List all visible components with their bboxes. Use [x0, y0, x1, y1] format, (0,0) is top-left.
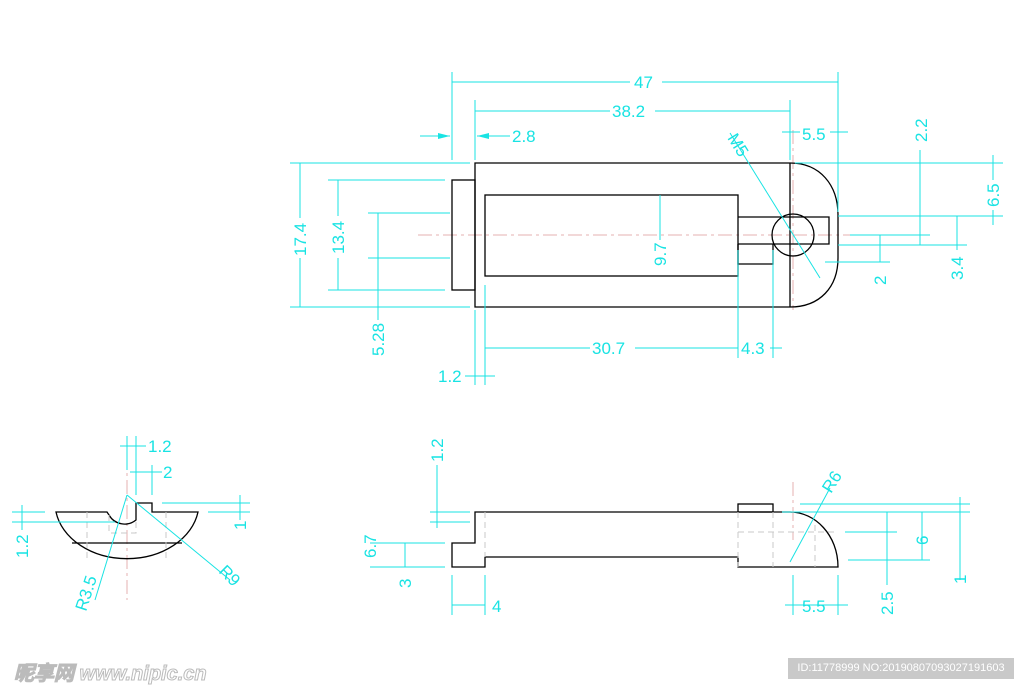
watermark-id: ID:11778999 NO:20190807093027191603	[788, 658, 1014, 679]
dimension-lines	[12, 436, 250, 601]
hidden-lines	[86, 512, 167, 560]
dim-6: 6	[913, 536, 932, 545]
dim-1: 1	[951, 575, 970, 584]
dim-4-3: 4.3	[741, 339, 765, 358]
end-view: 1.2 2 1.2 1 R3.5 R9	[12, 436, 250, 613]
dimension-lines	[290, 72, 1003, 385]
dim-1-2-top: 1.2	[148, 437, 172, 456]
hidden-lines	[484, 512, 835, 567]
dim-1-2: 1.2	[438, 367, 462, 386]
inner-slot	[484, 194, 739, 277]
dim-2-5: 2.5	[878, 591, 897, 615]
dimension-lines	[370, 465, 970, 615]
arrow	[438, 133, 450, 139]
radius-r9: R9	[215, 561, 244, 590]
dim-2: 2	[871, 276, 890, 285]
dim-1-2: 1.2	[428, 438, 447, 462]
dim-6-7: 6.7	[361, 534, 380, 558]
thread-label-m5: M5	[724, 130, 753, 160]
dim-6-5: 6.5	[984, 183, 1003, 207]
dim-1: 1	[231, 521, 250, 530]
left-tab	[451, 179, 476, 291]
radius-r3-5: R3.5	[72, 573, 101, 613]
side-boss	[737, 503, 774, 513]
arrow	[477, 133, 489, 139]
end-profile	[55, 502, 199, 560]
dim-1-2-left: 1.2	[13, 534, 32, 558]
dim-5-5: 5.5	[802, 125, 826, 144]
dim-47: 47	[634, 73, 653, 92]
dim-38-2: 38.2	[612, 102, 645, 121]
side-profile	[451, 511, 839, 568]
dim-5-5: 5.5	[802, 597, 826, 616]
dim-13-4: 13.4	[329, 221, 348, 254]
dim-30-7: 30.7	[592, 339, 625, 358]
dim-2-2: 2.2	[912, 118, 931, 142]
dim-4: 4	[492, 597, 501, 616]
dim-2: 2	[163, 463, 172, 482]
watermark-logo: 昵享网 www.nipic.cn	[14, 663, 208, 686]
dim-5-28: 5.28	[369, 323, 388, 356]
radius-r6: R6	[818, 468, 846, 497]
screw-slot	[737, 216, 830, 265]
dim-17-4: 17.4	[291, 223, 310, 256]
m5-hole	[771, 213, 815, 257]
dim-2-8: 2.8	[512, 127, 536, 146]
top-view: 47 38.2 2.8 5.5 2.2 6.5 17.4 13.4 9.7 5.…	[290, 72, 1003, 386]
side-view: 1.2 6.7 3 4 R6 5.5 2.5 6 1	[361, 438, 970, 616]
body-outline	[474, 162, 839, 308]
dim-3-4: 3.4	[948, 256, 967, 280]
dim-9-7: 9.7	[651, 242, 670, 266]
dim-3: 3	[396, 579, 415, 588]
